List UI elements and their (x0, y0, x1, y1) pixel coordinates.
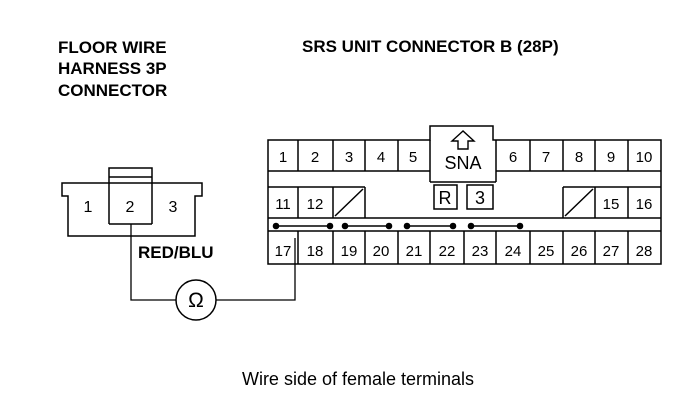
srs-terminal-22: 22 (439, 243, 456, 260)
srs-terminal-12: 12 (307, 196, 324, 213)
srs-terminal-24: 24 (505, 243, 522, 260)
srs-terminal-21: 21 (406, 243, 423, 260)
floor-title-line-3: CONNECTOR (58, 81, 167, 100)
shorting-bars (272, 222, 524, 230)
srs-row-2: 11 12 15 16 (275, 196, 652, 213)
srs-row-1: 1 2 3 4 5 6 7 8 9 10 (279, 149, 653, 166)
ohm-symbol: Ω (188, 289, 204, 312)
srs-terminal-25: 25 (538, 243, 555, 260)
srs-terminal-19: 19 (341, 243, 358, 260)
srs-terminal-6: 6 (509, 149, 517, 166)
srs-terminal-8: 8 (575, 149, 583, 166)
srs-row-3: 17 18 19 20 21 22 23 24 25 26 27 28 (275, 243, 653, 260)
wire-color-label: RED/BLU (138, 243, 214, 262)
srs-terminal-5: 5 (409, 149, 417, 166)
diagram-caption: Wire side of female terminals (242, 369, 474, 389)
srs-terminal-2: 2 (311, 149, 319, 166)
up-arrow-icon (450, 130, 476, 150)
center-box-3: 3 (475, 188, 485, 208)
srs-terminal-4: 4 (377, 149, 385, 166)
srs-terminal-1: 1 (279, 149, 287, 166)
srs-terminal-3: 3 (345, 149, 353, 166)
srs-terminal-23: 23 (472, 243, 489, 260)
srs-terminal-15: 15 (603, 196, 620, 213)
key-label-sna: SNA (444, 153, 481, 173)
srs-terminal-9: 9 (607, 149, 615, 166)
floor-title-line-1: FLOOR WIRE (58, 38, 167, 57)
srs-terminal-20: 20 (373, 243, 390, 260)
srs-terminal-27: 27 (603, 243, 620, 260)
floor-title-line-2: HARNESS 3P (58, 59, 167, 78)
ohmmeter: Ω (175, 279, 217, 321)
srs-terminal-26: 26 (571, 243, 588, 260)
srs-terminal-10: 10 (636, 149, 653, 166)
srs-terminal-28: 28 (636, 243, 653, 260)
center-box-r: R (439, 188, 452, 208)
floor-terminal-2: 2 (126, 199, 135, 216)
floor-terminal-1: 1 (84, 199, 93, 216)
floor-terminal-3: 3 (169, 199, 178, 216)
srs-connector-28p (267, 125, 662, 265)
srs-terminal-16: 16 (636, 196, 653, 213)
srs-terminal-7: 7 (542, 149, 550, 166)
floor-connector-title: FLOOR WIRE HARNESS 3P CONNECTOR (58, 38, 167, 100)
test-lead-wire (130, 224, 296, 301)
srs-terminal-11: 11 (275, 196, 291, 213)
srs-terminal-18: 18 (307, 243, 324, 260)
srs-terminal-17: 17 (275, 243, 292, 260)
srs-connector-title: SRS UNIT CONNECTOR B (28P) (302, 37, 559, 56)
